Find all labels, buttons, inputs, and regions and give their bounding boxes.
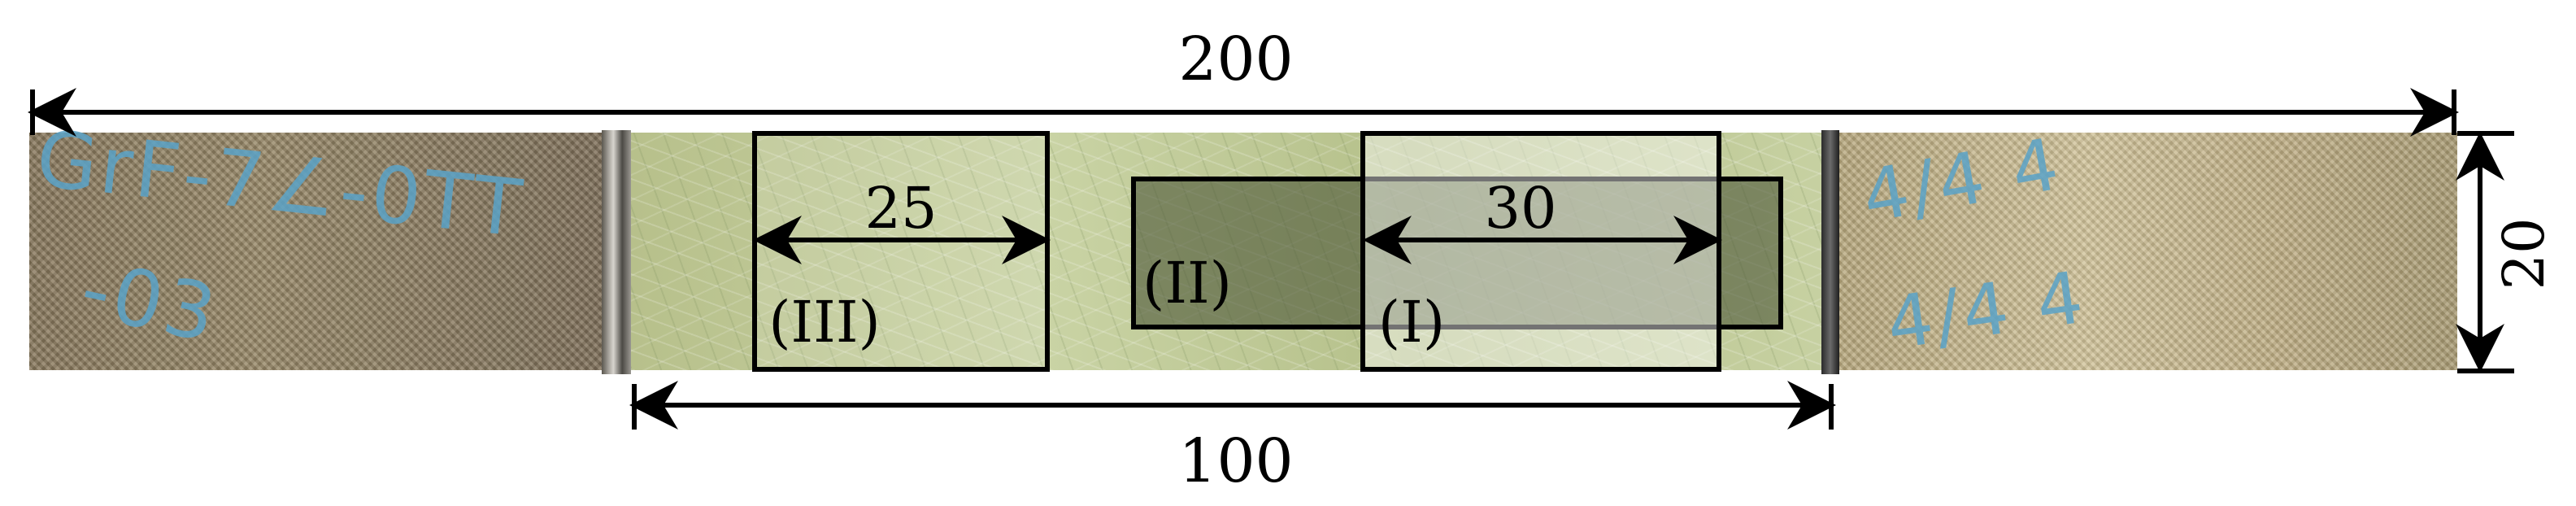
region-III-length-label: 25 (864, 175, 937, 242)
region-II-label: (II) (1142, 250, 1232, 316)
region-I-length-label: 30 (1484, 175, 1556, 242)
left-tab-edge (602, 130, 631, 374)
right-end-tab (1839, 133, 2457, 370)
overall-length-label: 200 (1178, 24, 1293, 94)
gauge-length-label: 100 (1178, 426, 1293, 496)
right-tab-gap (1821, 130, 1839, 374)
width-label: 20 (2491, 217, 2557, 290)
region-III-label: (III) (768, 289, 881, 356)
left-end-tab (29, 133, 610, 370)
region-I-label: (I) (1378, 289, 1445, 356)
